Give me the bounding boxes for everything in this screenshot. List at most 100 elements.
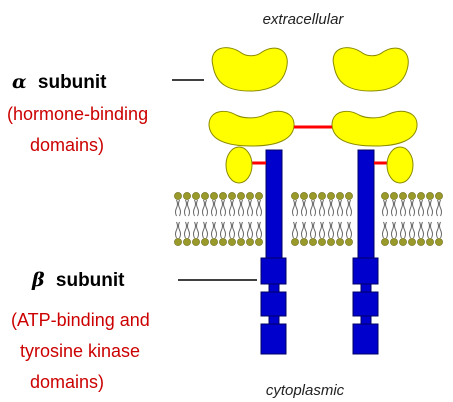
lipid-tail	[400, 221, 403, 239]
lipid-tail	[238, 221, 241, 239]
lipid-head	[210, 238, 218, 246]
beta-linker	[268, 283, 280, 293]
lipid-head	[390, 238, 398, 246]
lipid-head	[210, 192, 218, 200]
extracellular-label: extracellular	[263, 11, 345, 28]
lipid-tail	[232, 221, 235, 239]
lipid-tail	[319, 199, 322, 217]
lipid-tail	[229, 221, 232, 239]
lipid-head	[318, 192, 326, 200]
alpha-subunit-left	[208, 47, 295, 184]
lipid-tail	[205, 199, 208, 217]
alpha-symbol: α	[12, 71, 27, 93]
alpha-upper-domain	[211, 47, 288, 92]
lipid-head	[291, 238, 299, 246]
lipid-tail	[382, 199, 385, 217]
lipid-tail	[250, 221, 253, 239]
lipid-tail	[340, 199, 343, 217]
alpha-small-lobe	[386, 146, 414, 184]
lipid-head	[318, 238, 326, 246]
lipid-tail	[184, 221, 187, 239]
lipid-head	[192, 192, 200, 200]
beta-transmembrane-segment	[265, 149, 283, 259]
lipid-tail	[382, 221, 385, 239]
lipid-tail	[223, 221, 226, 239]
lipid-head	[300, 192, 308, 200]
lipid-tail	[196, 221, 199, 239]
lipid-head	[219, 192, 227, 200]
lipid-head	[381, 238, 389, 246]
lipid-tail	[259, 199, 262, 217]
lipid-tail	[292, 199, 295, 217]
lipid-tail	[421, 221, 424, 239]
lipid-tail	[412, 199, 415, 217]
alpha-subunit-right	[331, 47, 418, 184]
lipid-head	[399, 238, 407, 246]
lipid-tail	[223, 199, 226, 217]
lipid-head	[174, 238, 182, 246]
lipid-tail	[220, 199, 223, 217]
beta-domain-2	[352, 291, 379, 317]
lipid-tail	[430, 199, 433, 217]
lipid-tail	[418, 199, 421, 217]
lipid-head	[201, 192, 209, 200]
lipid-head	[408, 192, 416, 200]
lipid-tail	[313, 199, 316, 217]
lipid-tail	[205, 221, 208, 239]
lipid-tail	[412, 221, 415, 239]
receptor-left	[208, 47, 295, 355]
lipid-tail	[214, 199, 217, 217]
lipid-tail	[391, 221, 394, 239]
lipid-tail	[328, 221, 331, 239]
lipid-bilayer-membrane	[174, 192, 443, 246]
lipid-tail	[331, 221, 334, 239]
lipid-tail	[337, 221, 340, 239]
lipid-head	[237, 238, 245, 246]
lipid-tail	[229, 199, 232, 217]
beta-transmembrane-segment	[357, 149, 375, 259]
lipid-tail	[349, 221, 352, 239]
lipid-head	[228, 192, 236, 200]
lipid-tail	[295, 221, 298, 239]
lipid-head	[381, 192, 389, 200]
lipid-tail	[427, 221, 430, 239]
lipid-head	[255, 192, 263, 200]
lipid-tail	[175, 199, 178, 217]
lipid-tail	[256, 199, 259, 217]
beta-description-line-3: domains)	[30, 372, 104, 392]
lipid-tail	[439, 221, 442, 239]
lipid-tail	[187, 221, 190, 239]
lipid-tail	[427, 199, 430, 217]
lipid-head	[201, 238, 209, 246]
lipid-tail	[202, 199, 205, 217]
beta-domain-1	[352, 257, 379, 285]
lipid-head	[309, 238, 317, 246]
lipid-tail	[301, 221, 304, 239]
alpha-subunit-label: α subunit (hormone-binding domains)	[7, 71, 204, 155]
lipid-head	[192, 238, 200, 246]
alpha-small-lobe	[225, 146, 253, 184]
beta-subunit-label: β subunit (ATP-binding and tyrosine kina…	[11, 269, 257, 392]
lipid-tail	[196, 199, 199, 217]
svg-text:β subunit: β subunit	[31, 269, 125, 291]
lipid-tail	[193, 221, 196, 239]
lipid-tail	[256, 221, 259, 239]
lipid-head	[183, 192, 191, 200]
lipid-tail	[292, 221, 295, 239]
lipid-head	[408, 238, 416, 246]
lipid-head	[327, 192, 335, 200]
beta-linker	[360, 315, 372, 325]
lipid-tail	[394, 199, 397, 217]
lipid-tail	[187, 199, 190, 217]
lipid-tail	[436, 221, 439, 239]
beta-domain-3	[352, 323, 379, 355]
lipid-tail	[301, 199, 304, 217]
lipid-tail	[418, 221, 421, 239]
lipid-tail	[214, 221, 217, 239]
lipid-head	[435, 238, 443, 246]
lipid-tail	[394, 221, 397, 239]
lipid-head	[237, 192, 245, 200]
lipid-tail	[439, 199, 442, 217]
cytoplasmic-label: cytoplasmic	[266, 382, 345, 399]
